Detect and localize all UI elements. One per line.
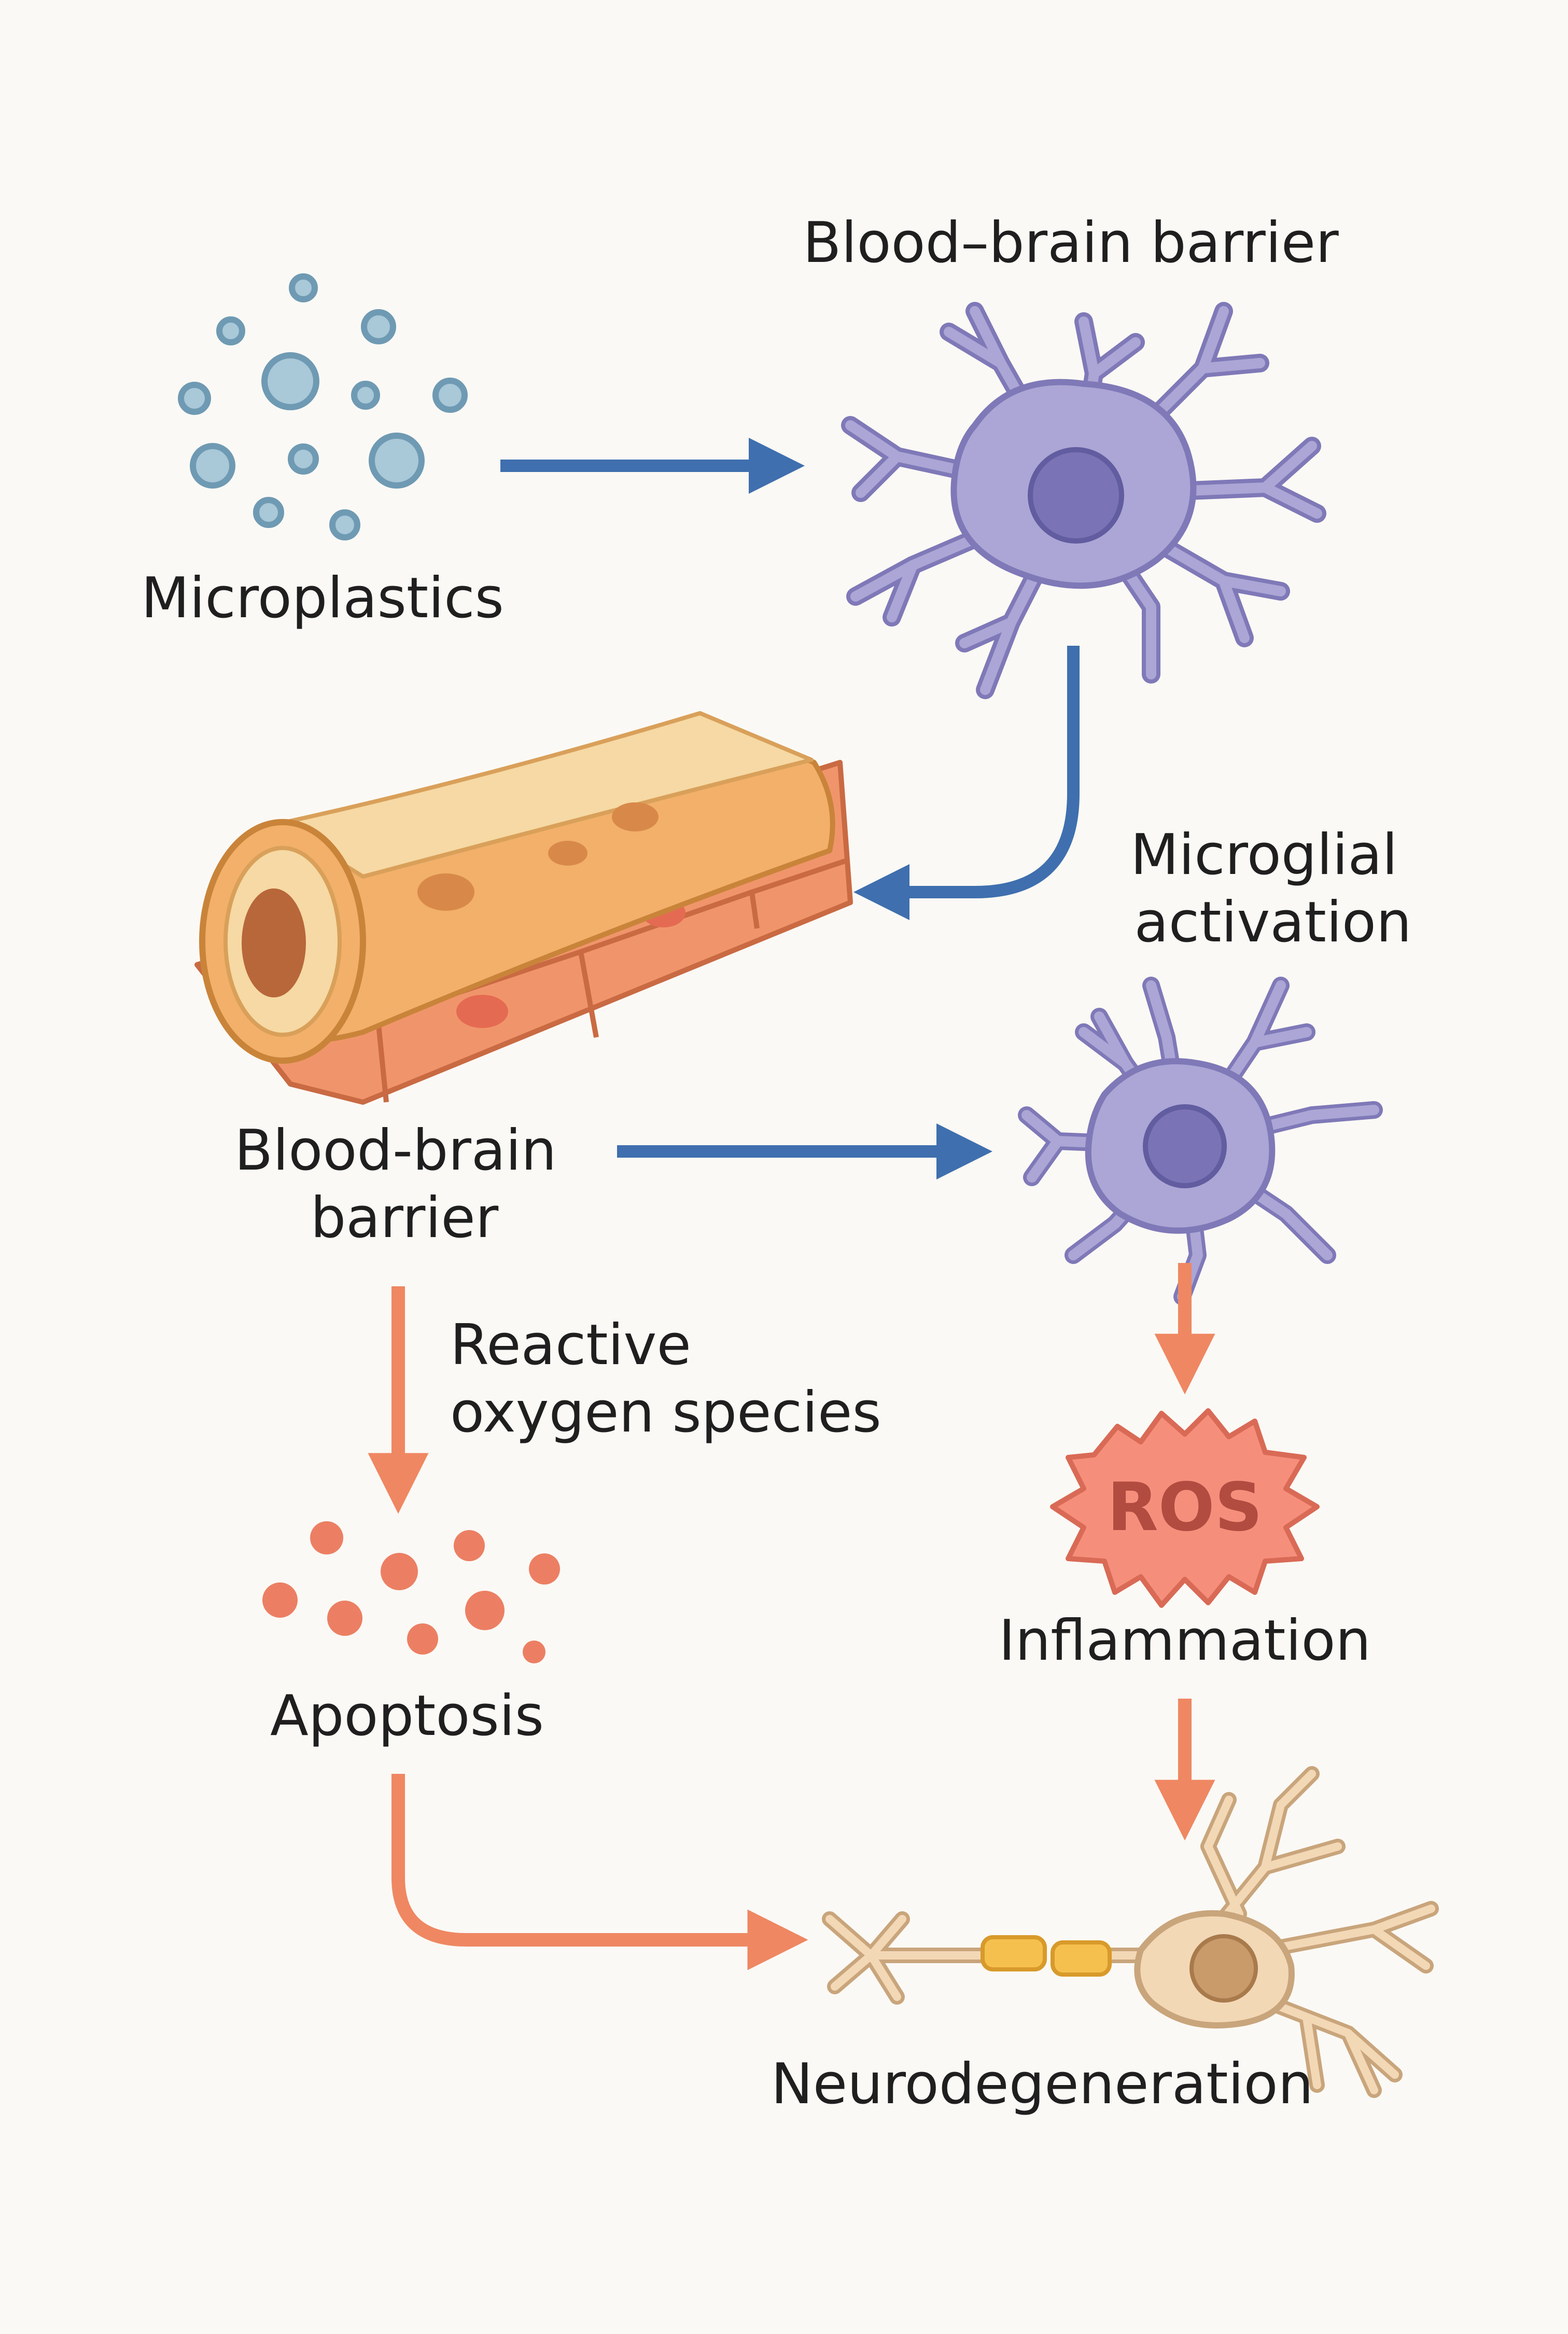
ros-badge-text: ROS — [1107, 1469, 1263, 1546]
microplastics-label: Microplastics — [141, 566, 504, 631]
blood-brain-barrier-mid-label: Blood-brain barrier — [234, 1118, 575, 1251]
neurodegeneration-label: Neurodegeneration — [771, 2052, 1313, 2117]
activated-microglia-icon — [1018, 977, 1383, 1305]
blood-brain-barrier-top-label: Blood–brain barrier — [803, 211, 1339, 275]
ros-label-line1: Reactive — [450, 1313, 691, 1378]
microplastics-particles-icon — [178, 273, 468, 540]
inflammation-label: Inflammation — [999, 1608, 1371, 1673]
bbb-mid-line1: Blood-brain — [234, 1118, 556, 1183]
reactive-oxygen-species-label: Reactive oxygen species — [450, 1313, 881, 1445]
microglial-activation-line2: activation — [1135, 890, 1412, 955]
ros-label-line2: oxygen species — [450, 1380, 881, 1445]
microglial-activation-line1: Microglial — [1130, 823, 1397, 887]
glial-cell-top-icon — [841, 302, 1326, 699]
blood-vessel-icon — [194, 711, 853, 1105]
ros-starburst-icon: ROS — [1050, 1408, 1320, 1608]
arrow-glia-to-vessel — [853, 646, 1080, 920]
arrow-apoptosis-to-neuron — [391, 1774, 808, 1970]
apoptosis-label: Apoptosis — [270, 1684, 544, 1748]
microglial-activation-label: Microglial activation — [1130, 823, 1416, 955]
apoptosis-dots-icon — [262, 1521, 560, 1663]
neuron-icon — [822, 1766, 1439, 2098]
bbb-mid-line2: barrier — [311, 1186, 499, 1251]
